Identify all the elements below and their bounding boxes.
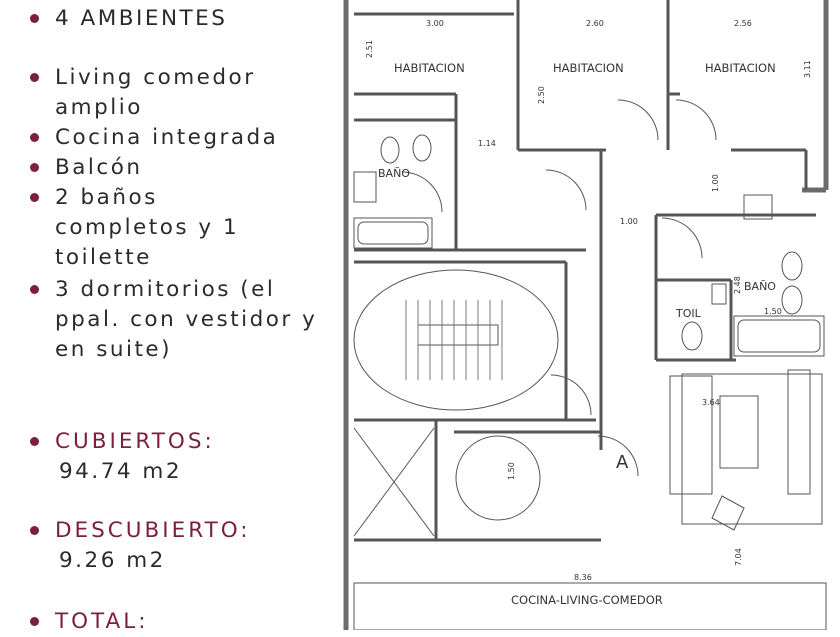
room-label: BAÑO xyxy=(378,167,410,180)
room-label: HABITACION xyxy=(553,61,624,75)
dimension-label: 7.04 xyxy=(734,548,743,566)
door-swings xyxy=(401,99,717,477)
dimension-label: 2.56 xyxy=(734,19,752,28)
room-label: TOIL xyxy=(675,307,702,320)
feature-text: Cocina integrada xyxy=(55,125,279,150)
area-total: TOTAL: xyxy=(30,607,148,637)
feature-text: 4 AMBIENTES xyxy=(55,6,228,31)
area-descubierto: DESCUBIERTO: 9.26 m2 xyxy=(30,516,251,576)
dimension-label: 2.48 xyxy=(733,276,742,294)
bullet-icon xyxy=(30,526,39,535)
bullet-icon xyxy=(30,73,39,82)
fixtures xyxy=(353,134,827,630)
bullet-icon xyxy=(30,133,39,142)
room-label: HABITACION xyxy=(394,61,465,75)
feature-dormitorios: 3 dormitorios (el ppal. con vestidor y e… xyxy=(30,275,327,365)
dimension-label: 3.11 xyxy=(803,60,812,78)
area-value: 9.26 m2 xyxy=(59,548,166,573)
floor-plan-drawing: HABITACION HABITACION HABITACION BAÑO BA… xyxy=(343,0,829,630)
bullet-icon xyxy=(30,285,39,294)
bullet-icon xyxy=(30,617,39,626)
feature-balcon: Balcón xyxy=(30,153,143,183)
feature-text: Living comedor amplio xyxy=(55,65,256,120)
bullet-icon xyxy=(30,14,39,23)
section-marker: A xyxy=(616,452,629,473)
dimension-label: 2.60 xyxy=(586,19,604,28)
area-value: 94.74 m2 xyxy=(59,459,183,484)
dimension-label: 2.50 xyxy=(537,86,546,104)
floor-plan: HABITACION HABITACION HABITACION BAÑO BA… xyxy=(336,0,840,630)
area-cubiertos: CUBIERTOS: 94.74 m2 xyxy=(30,427,215,487)
dimension-label: 8.36 xyxy=(574,573,592,582)
dimension-label: 1.00 xyxy=(620,217,638,226)
feature-text: Balcón xyxy=(55,155,143,180)
room-label: BAÑO xyxy=(744,280,776,293)
area-label: TOTAL: xyxy=(55,609,149,634)
dimension-label: 1.50 xyxy=(764,307,782,316)
room-label: COCINA-LIVING-COMEDOR xyxy=(511,593,663,607)
bullet-icon xyxy=(30,437,39,446)
bullet-icon xyxy=(30,193,39,202)
feature-living: Living comedor amplio xyxy=(30,63,330,123)
dimension-label: 3.00 xyxy=(426,19,444,28)
stair-treads xyxy=(405,300,503,380)
features-panel: 4 AMBIENTES Living comedor amplio Cocina… xyxy=(0,0,340,634)
room-label: HABITACION xyxy=(705,61,776,75)
dimension-label: 3.64 xyxy=(702,398,720,407)
feature-cocina: Cocina integrada xyxy=(30,123,278,153)
dimension-label: 1.50 xyxy=(507,462,516,480)
interior-walls xyxy=(354,0,816,542)
feature-ambientes: 4 AMBIENTES xyxy=(30,4,227,34)
dimension-label: 2.51 xyxy=(365,40,374,58)
dimension-label: 1.14 xyxy=(478,139,496,148)
dimension-label: 1.00 xyxy=(711,174,720,192)
feature-banos: 2 baños completos y 1 toilette xyxy=(30,183,265,273)
feature-text: 3 dormitorios (el ppal. con vestidor y e… xyxy=(55,277,318,362)
area-label: DESCUBIERTO: xyxy=(55,518,251,543)
feature-text: 2 baños completos y 1 toilette xyxy=(55,185,240,270)
area-label: CUBIERTOS: xyxy=(55,429,215,454)
bullet-icon xyxy=(30,163,39,172)
